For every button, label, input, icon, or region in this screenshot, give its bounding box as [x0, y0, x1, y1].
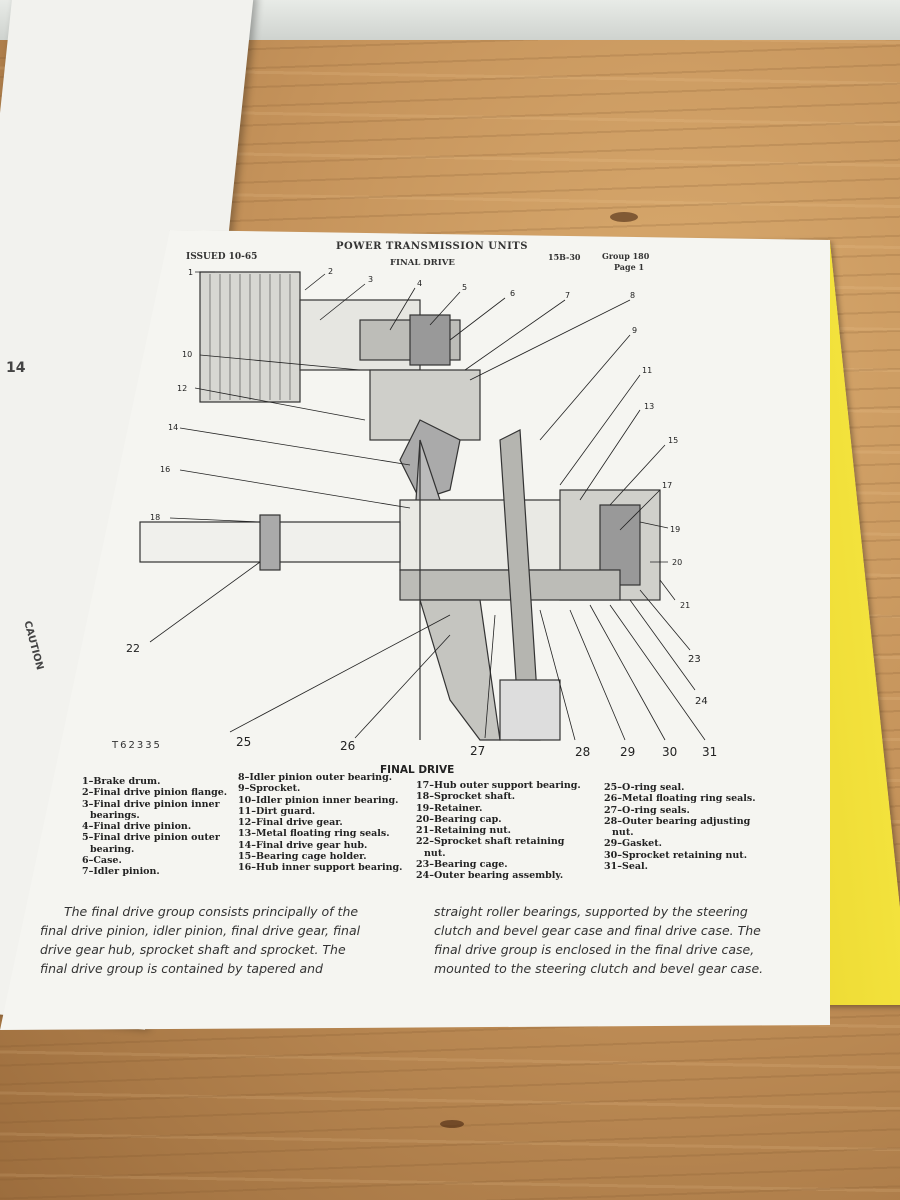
callout-7: 7 [565, 291, 570, 300]
legend-column-4: 25–O-ring seal. 26–Metal floating ring s… [604, 782, 756, 872]
callout-23: 23 [688, 654, 701, 665]
callout-26: 26 [340, 739, 355, 753]
callout-21: 21 [680, 601, 690, 610]
body-line: straight roller bearings, supported by t… [434, 904, 748, 919]
callout-20: 20 [672, 558, 682, 567]
callout-4: 4 [417, 279, 422, 288]
legend-item: 13–Metal floating ring seals. [238, 828, 390, 840]
legend-item: 18–Sprocket shaft. [416, 791, 516, 803]
left-page-label: 14 [6, 360, 26, 376]
legend-item: 26–Metal floating ring seals. [604, 793, 756, 805]
legend-item: 5–Final drive pinion outer [82, 832, 220, 844]
legend-item: 2–Final drive pinion flange. [82, 787, 228, 799]
legend-item: 7–Idler pinion. [82, 866, 160, 878]
body-line: final drive group is enclosed in the fin… [434, 942, 755, 957]
callout-22: 22 [126, 642, 140, 655]
callout-8: 8 [630, 291, 635, 300]
callout-15: 15 [668, 436, 678, 445]
group-number: Group 180 [602, 251, 650, 261]
legend-item: 30–Sprocket retaining nut. [604, 849, 748, 861]
legend-column-1: 1–Brake drum. 2–Final drive pinion flang… [82, 776, 227, 878]
callout-2: 2 [328, 267, 333, 276]
legend-item: 23–Bearing cage. [416, 859, 508, 871]
legend-item: 29–Gasket. [604, 838, 662, 850]
legend-item: 4–Final drive pinion. [82, 821, 192, 833]
callout-3: 3 [368, 275, 373, 284]
callout-1: 1 [188, 268, 193, 277]
callout-25: 25 [236, 735, 251, 749]
legend-item: bearing. [90, 843, 135, 855]
section-code: 15B-30 [548, 252, 581, 262]
callout-27: 27 [470, 744, 485, 758]
legend-item: 22–Sprocket shaft retaining [416, 836, 565, 848]
issued-date: ISSUED 10-65 [186, 252, 258, 262]
legend-item: 8–Idler pinion outer bearing. [238, 772, 393, 783]
callout-9: 9 [632, 326, 637, 335]
callout-18: 18 [150, 513, 160, 522]
legend-item: 17–Hub outer support bearing. [416, 780, 581, 791]
legend-item: 3–Final drive pinion inner [82, 798, 220, 810]
figure-code: T62335 [112, 740, 162, 751]
wood-knot [610, 212, 638, 222]
callout-10: 10 [182, 350, 192, 359]
wood-knot [440, 1120, 464, 1128]
callout-12: 12 [177, 384, 187, 393]
legend-item: 31–Seal. [604, 861, 648, 873]
callout-5: 5 [462, 283, 467, 292]
legend-item: 15–Bearing cage holder. [238, 851, 367, 863]
body-line: The final drive group consists principal… [64, 904, 359, 919]
body-line: final drive group is contained by tapere… [40, 961, 323, 976]
legend-item: nut. [424, 847, 446, 859]
legend-item: 27–O-ring seals. [604, 804, 690, 816]
callout-28: 28 [575, 745, 590, 759]
callout-24: 24 [695, 696, 708, 707]
callout-29: 29 [620, 745, 635, 759]
legend-item: 12–Final drive gear. [238, 817, 343, 829]
page-number: Page 1 [614, 262, 645, 272]
final-drive-diagram: 1 2 3 4 5 6 7 8 9 10 11 12 13 14 15 16 1… [126, 267, 717, 759]
legend-item: 11–Dirt guard. [238, 805, 316, 817]
legend-column-3: 17–Hub outer support bearing. 18–Sprocke… [416, 780, 581, 882]
body-text-left: The final drive group consists principal… [40, 902, 402, 978]
callout-17: 17 [662, 481, 672, 490]
legend-item: 21–Retaining nut. [416, 825, 511, 837]
legend-item: 6–Case. [82, 855, 122, 867]
callout-31: 31 [702, 745, 717, 759]
callout-16: 16 [160, 465, 170, 474]
body-text-right: straight roller bearings, supported by t… [434, 902, 814, 978]
page-title: POWER TRANSMISSION UNITS [336, 241, 528, 252]
body-line: clutch and bevel gear case and final dri… [434, 923, 761, 938]
legend-item: nut. [612, 827, 634, 839]
legend-item: 25–O-ring seal. [604, 782, 685, 793]
page-subtitle: FINAL DRIVE [390, 258, 455, 268]
legend-item: 28–Outer bearing adjusting [604, 815, 751, 827]
callout-19: 19 [670, 525, 680, 534]
legend-item: 24–Outer bearing assembly. [416, 870, 564, 882]
callout-14: 14 [168, 423, 178, 432]
legend-item: 9–Sprocket. [238, 783, 301, 795]
body-line: drive gear hub, sprocket shaft and sproc… [40, 942, 346, 957]
figure-title: FINAL DRIVE [380, 764, 455, 776]
legend-item: 14–Final drive gear hub. [238, 839, 368, 851]
legend-column-2: 8–Idler pinion outer bearing. 9–Sprocket… [238, 772, 402, 874]
callout-30: 30 [662, 745, 677, 759]
callout-13: 13 [644, 402, 654, 411]
legend-item: 10–Idler pinion inner bearing. [238, 794, 399, 806]
legend-item: 16–Hub inner support bearing. [238, 862, 403, 874]
legend-item: 1–Brake drum. [82, 776, 161, 787]
legend-item: 19–Retainer. [416, 802, 483, 814]
body-line: final drive pinion, idler pinion, final … [40, 923, 361, 938]
body-line: mounted to the steering clutch and bevel… [434, 961, 764, 976]
callout-6: 6 [510, 289, 515, 298]
legend-item: bearings. [90, 809, 140, 821]
callout-11: 11 [642, 366, 652, 375]
legend-item: 20–Bearing cap. [416, 813, 502, 825]
